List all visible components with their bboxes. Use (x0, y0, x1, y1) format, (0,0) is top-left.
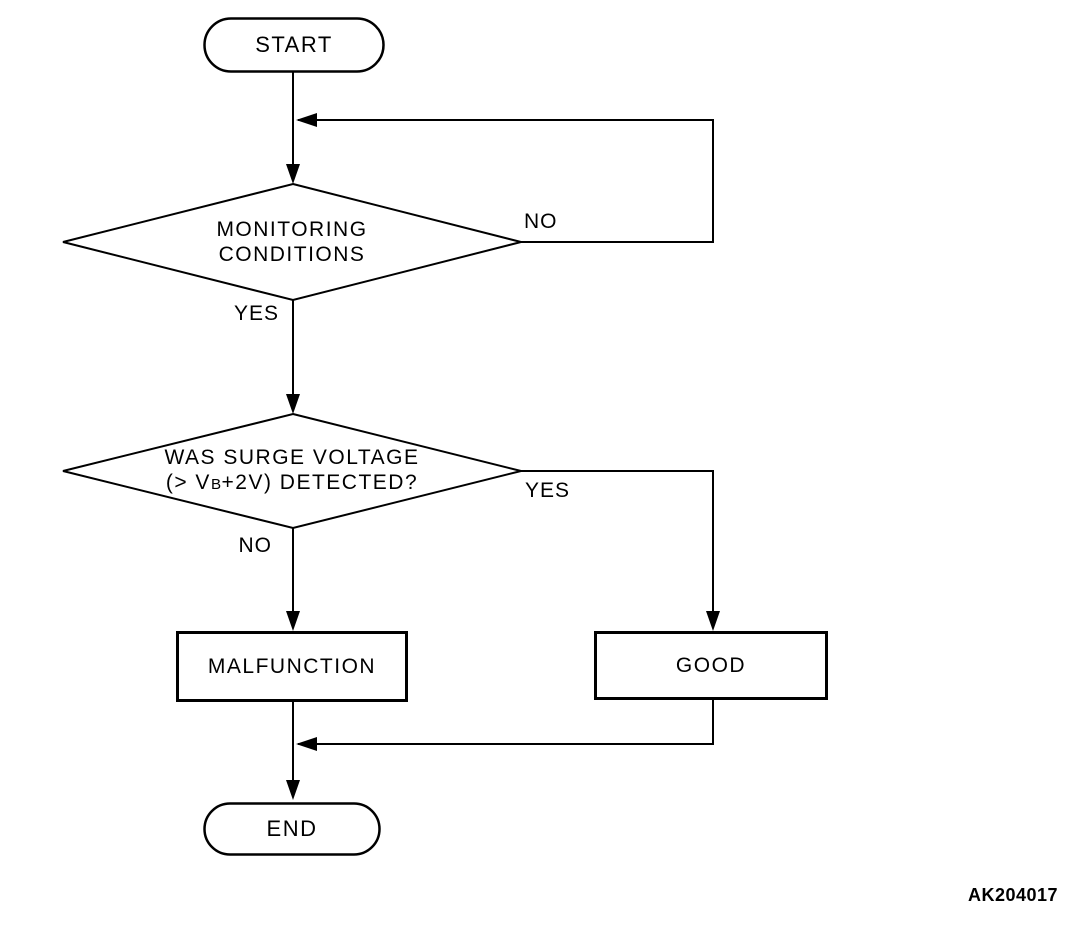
arrowhead-into-malfunction (286, 611, 300, 631)
edge-monitoring-no-loop (298, 119, 714, 243)
malfunction-process-box (176, 631, 408, 702)
arrowhead-into-monitoring (286, 164, 300, 184)
start-terminal-shape (203, 17, 385, 73)
monitoring-decision-diamond (62, 182, 522, 302)
monitoring-no-branch-label: NO (524, 210, 558, 233)
arrowhead-into-end (286, 780, 300, 800)
arrowhead-into-surge (286, 394, 300, 414)
surge-no-branch-label: NO (238, 534, 272, 557)
arrowhead-good-merge (296, 737, 317, 751)
surge-yes-branch-label: YES (525, 479, 571, 502)
good-process-box (594, 631, 828, 700)
edge-good-to-merge (298, 699, 714, 745)
surge-decision-diamond (62, 412, 522, 530)
arrowhead-into-good (706, 611, 720, 631)
monitoring-yes-branch-label: YES (233, 302, 279, 325)
arrowhead-no-loop (296, 113, 317, 127)
edge-surge-yes-to-good (521, 470, 714, 625)
end-terminal-shape (203, 802, 381, 856)
figure-code-label: AK204017 (968, 885, 1059, 905)
